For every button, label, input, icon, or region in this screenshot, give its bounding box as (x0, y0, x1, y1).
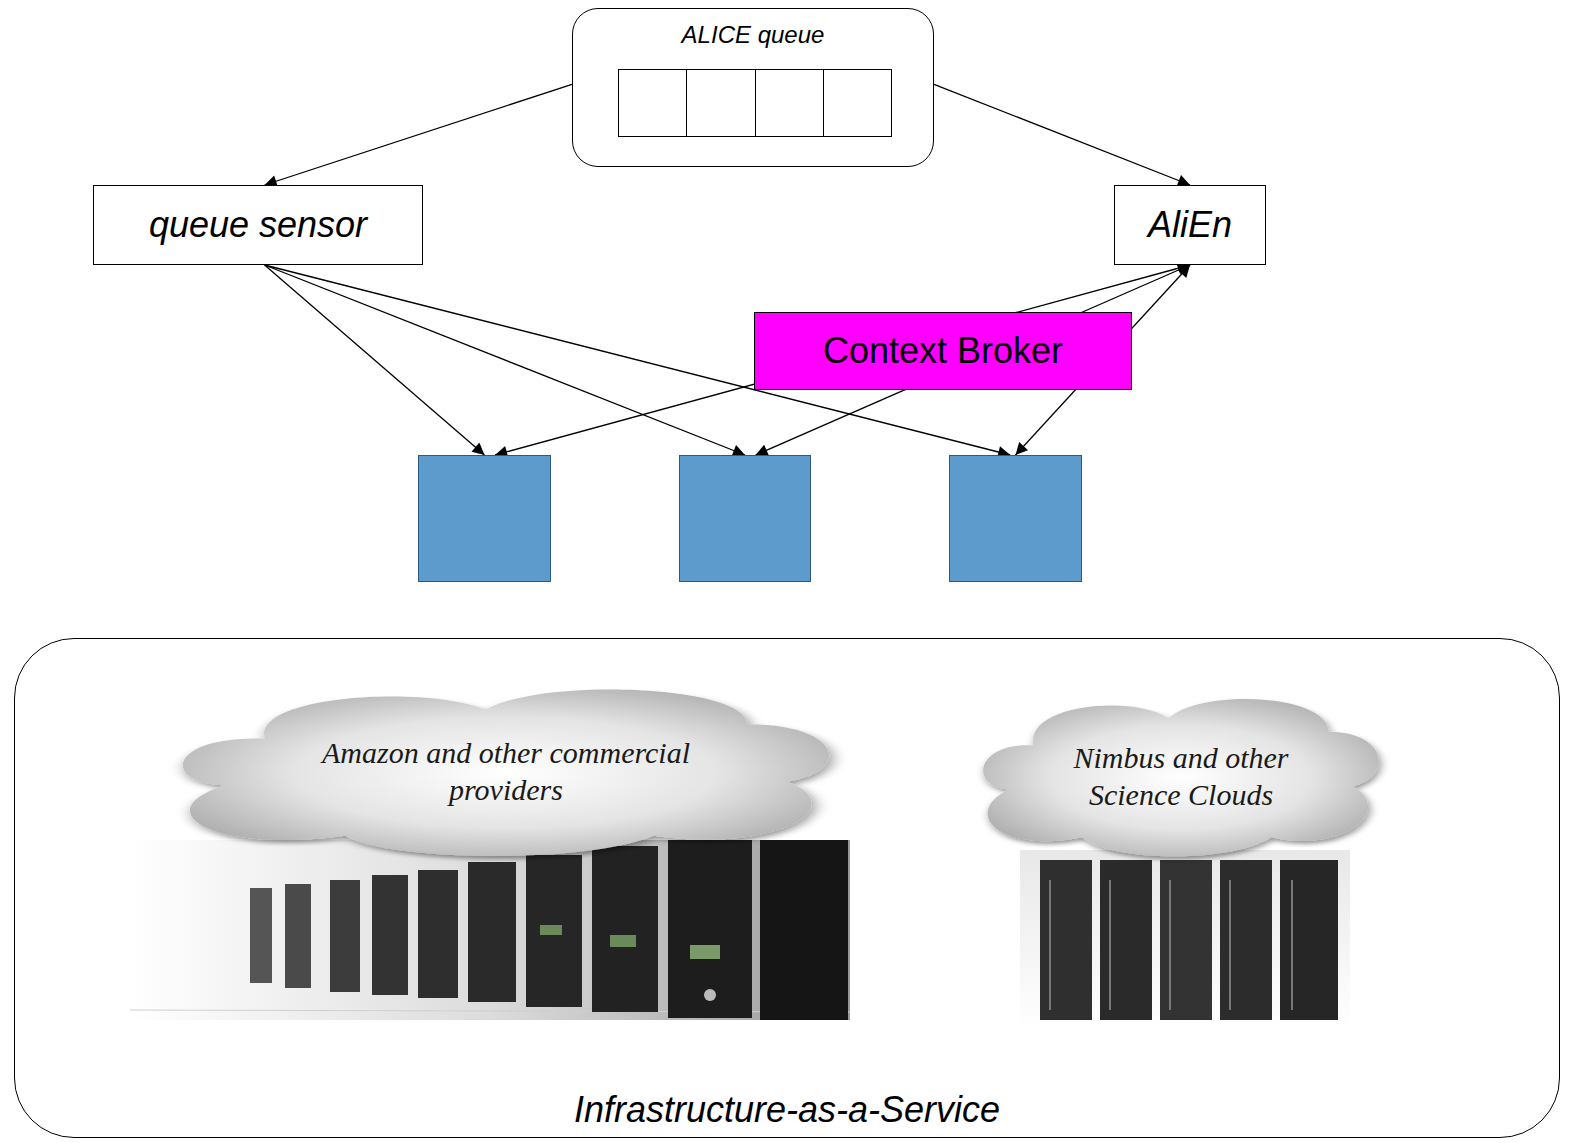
connector-arrow (934, 84, 1190, 185)
vm-box (949, 455, 1082, 582)
queue-box: ALICE queue (572, 8, 934, 167)
queue-cell (687, 70, 755, 136)
region-box: Infrastructure-as-a-Service Amazon and ot… (14, 638, 1560, 1138)
connector-arrow (265, 265, 745, 455)
cloud-label: Amazon and other commercial providers (311, 734, 701, 809)
cloud-shape: Nimbus and other Science Clouds (976, 691, 1386, 861)
node-label: AliEn (1148, 204, 1232, 246)
cloud-label: Nimbus and other Science Clouds (1046, 739, 1316, 814)
datacenter-picture (130, 840, 850, 1020)
queue-cell (824, 70, 891, 136)
connector-arrow (495, 265, 1190, 455)
queue-cells (618, 69, 892, 137)
process-box: queue sensor (93, 185, 423, 265)
process-box: AliEn (1114, 185, 1266, 265)
rack-picture (1020, 850, 1350, 1030)
node-label: Context Broker (823, 330, 1063, 372)
cloud-shape: Amazon and other commercial providers (171, 681, 841, 861)
vm-box (679, 455, 811, 582)
node-label: ALICE queue (682, 21, 825, 49)
cloud-outline (976, 691, 1386, 861)
vm-box (418, 455, 551, 582)
connector-arrow (265, 84, 572, 185)
node-label: Infrastructure-as-a-Service (574, 1089, 1000, 1131)
queue-cell (756, 70, 824, 136)
cloud-outline (171, 681, 841, 861)
node-label: queue sensor (149, 204, 367, 246)
broker-box: Context Broker (754, 312, 1132, 390)
queue-cell (619, 70, 687, 136)
